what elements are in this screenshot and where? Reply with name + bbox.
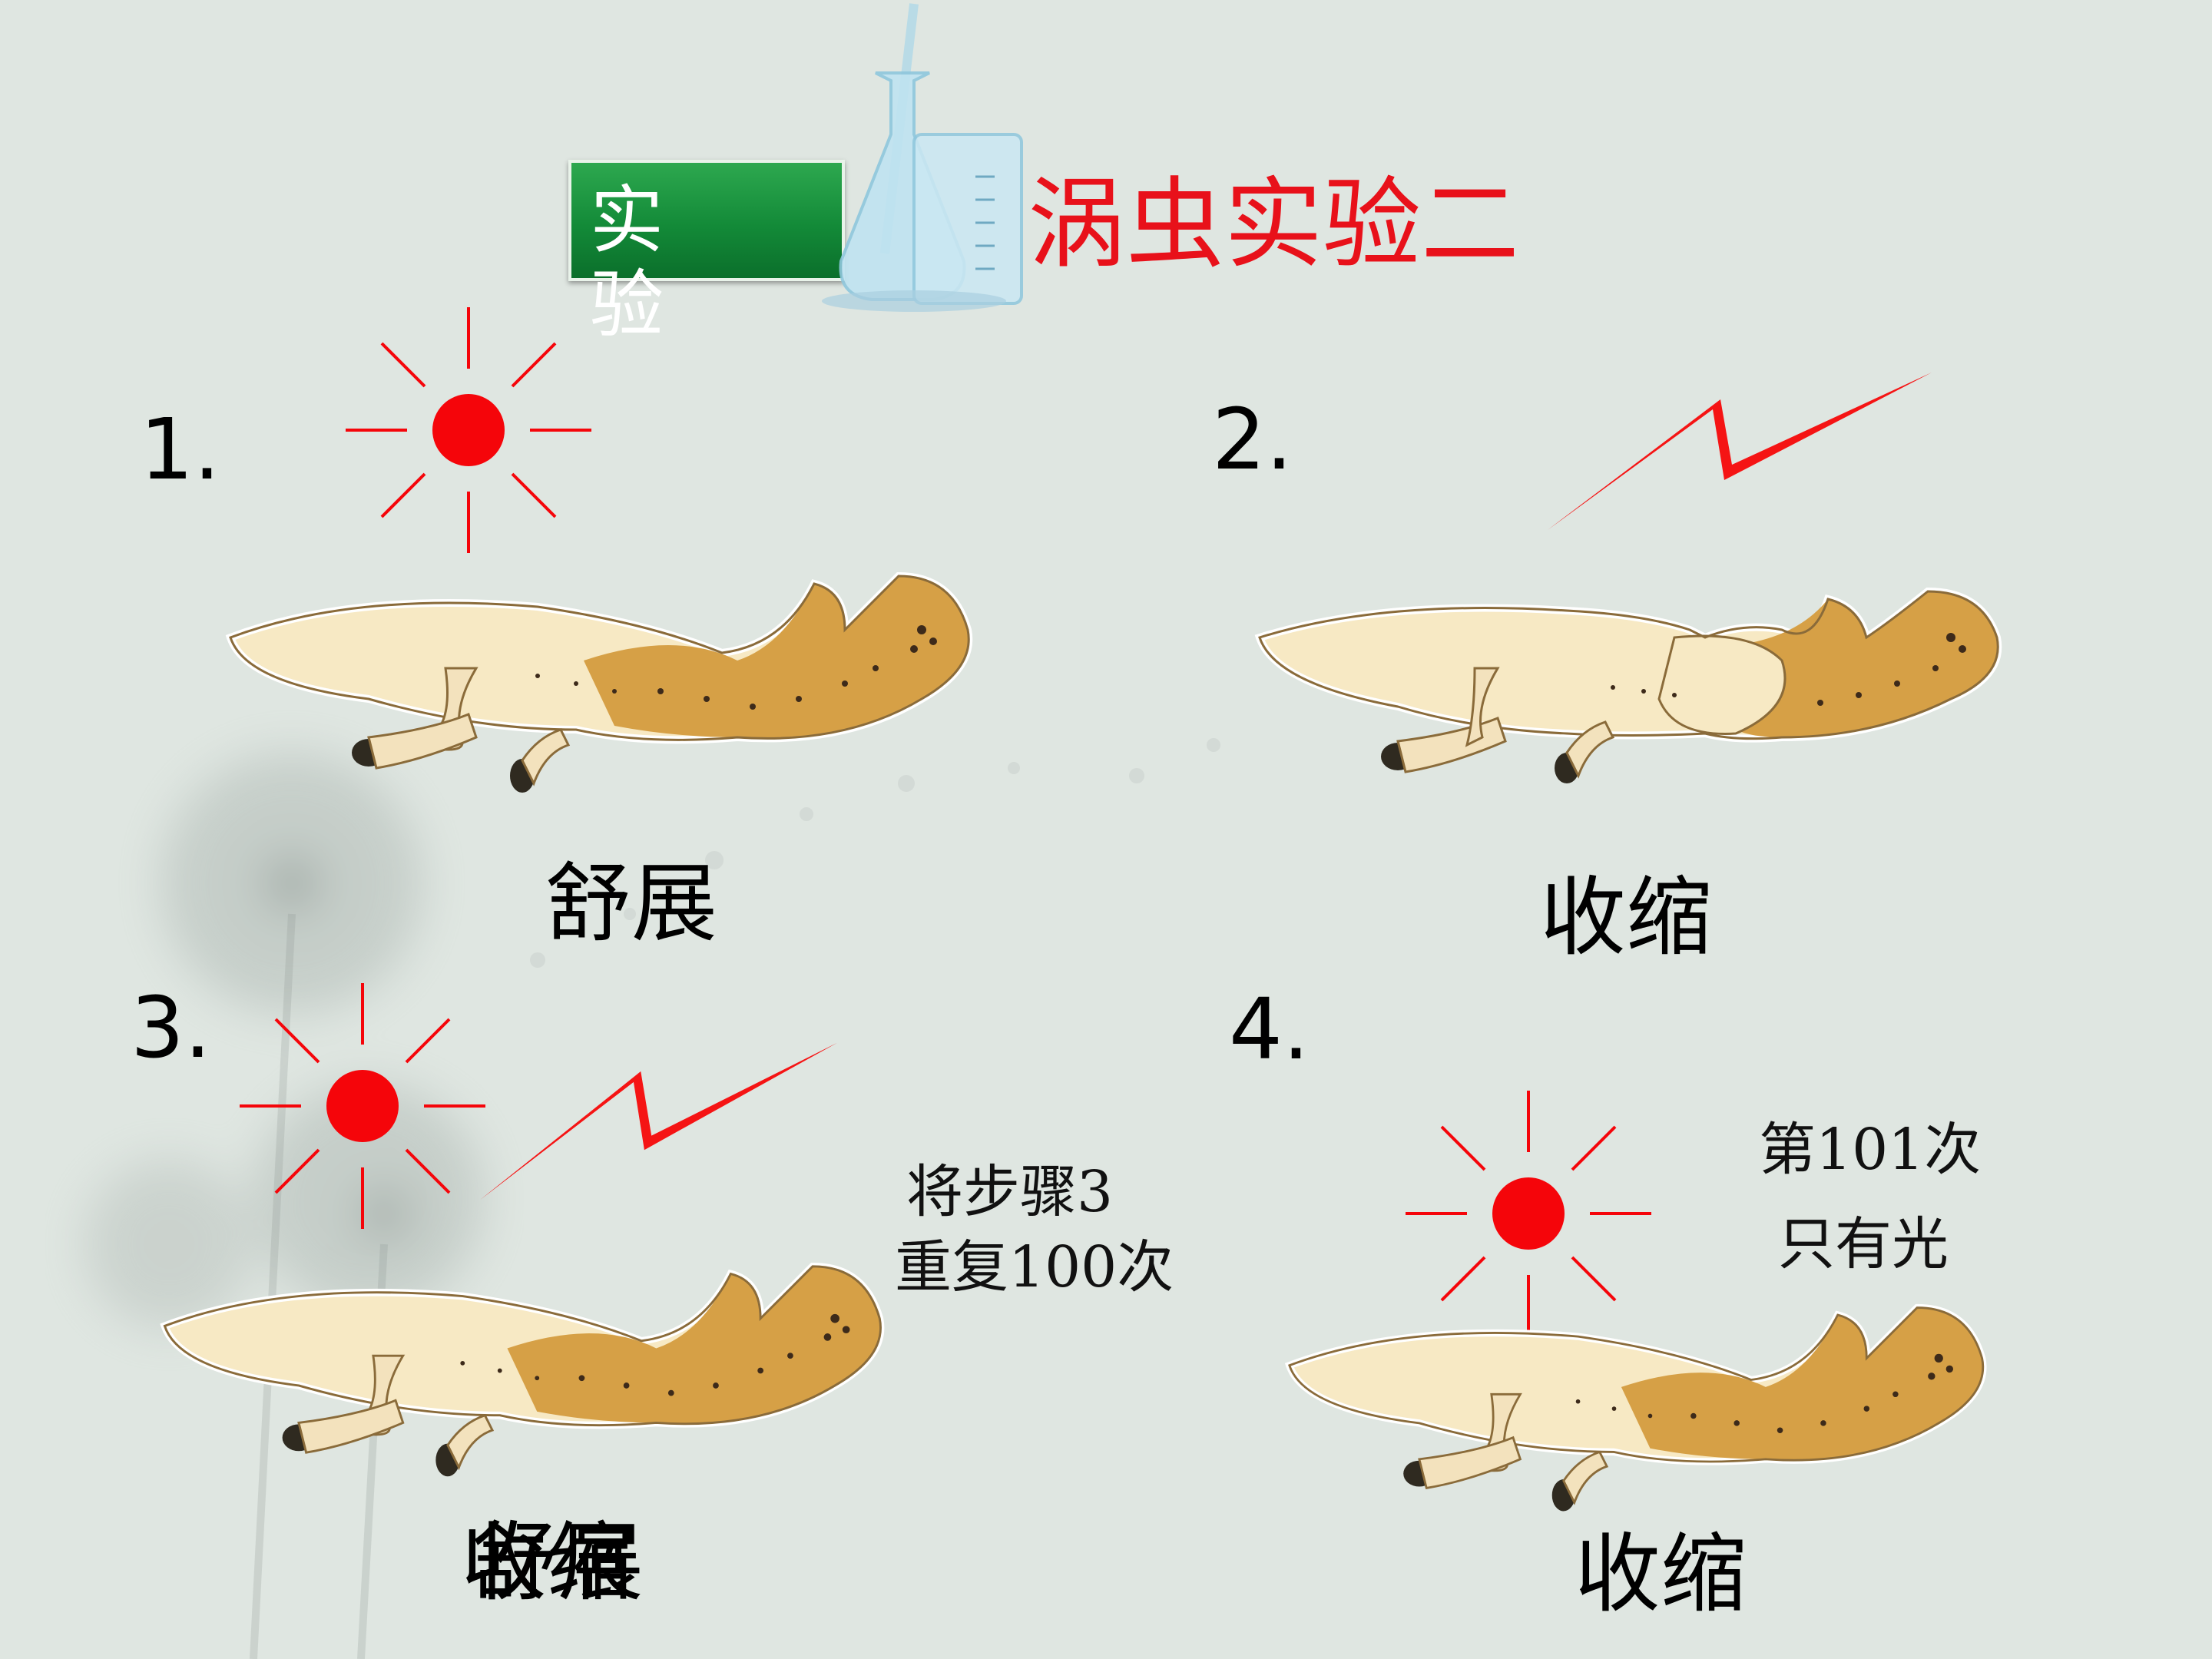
lightning-bolt-icon <box>480 1042 837 1200</box>
step-3-note-line-1: 将步骤3 <box>906 1159 1114 1225</box>
experiment-badge <box>568 160 845 281</box>
beaker-flask-icon <box>822 3 1023 312</box>
planarian-illustration <box>225 571 973 793</box>
sun-icon <box>346 307 591 553</box>
sun-icon <box>240 983 485 1229</box>
step-3-caption-overlay: 舒展 <box>472 1513 644 1613</box>
step-4-note-line-1: 第101次 <box>1759 1117 1982 1183</box>
planarian-illustration <box>1284 1303 1987 1512</box>
experiment-badge-label: 实 验 <box>590 177 687 348</box>
planarian-illustration <box>160 1262 885 1477</box>
lightning-bolt-icon <box>1548 373 1932 530</box>
step-2-number: 2. <box>1212 390 1293 488</box>
step-3-number: 3. <box>131 979 211 1077</box>
step-4-note-line-2: 只有光 <box>1778 1211 1949 1277</box>
step-2-caption: 收缩 <box>1540 868 1712 968</box>
planarian-illustration-contracted <box>1254 587 2002 783</box>
sun-icon <box>1406 1091 1651 1336</box>
step-1-number: 1. <box>140 400 220 498</box>
page-title: 涡虫实验二 <box>1028 167 1520 282</box>
step-1-caption: 舒展 <box>545 854 717 954</box>
step-4-number: 4. <box>1229 980 1310 1078</box>
step-3-note-line-2: 重复100次 <box>895 1234 1174 1300</box>
step-3-caption: 收缩 <box>461 1513 633 1613</box>
step-4-caption: 收缩 <box>1575 1525 1747 1624</box>
